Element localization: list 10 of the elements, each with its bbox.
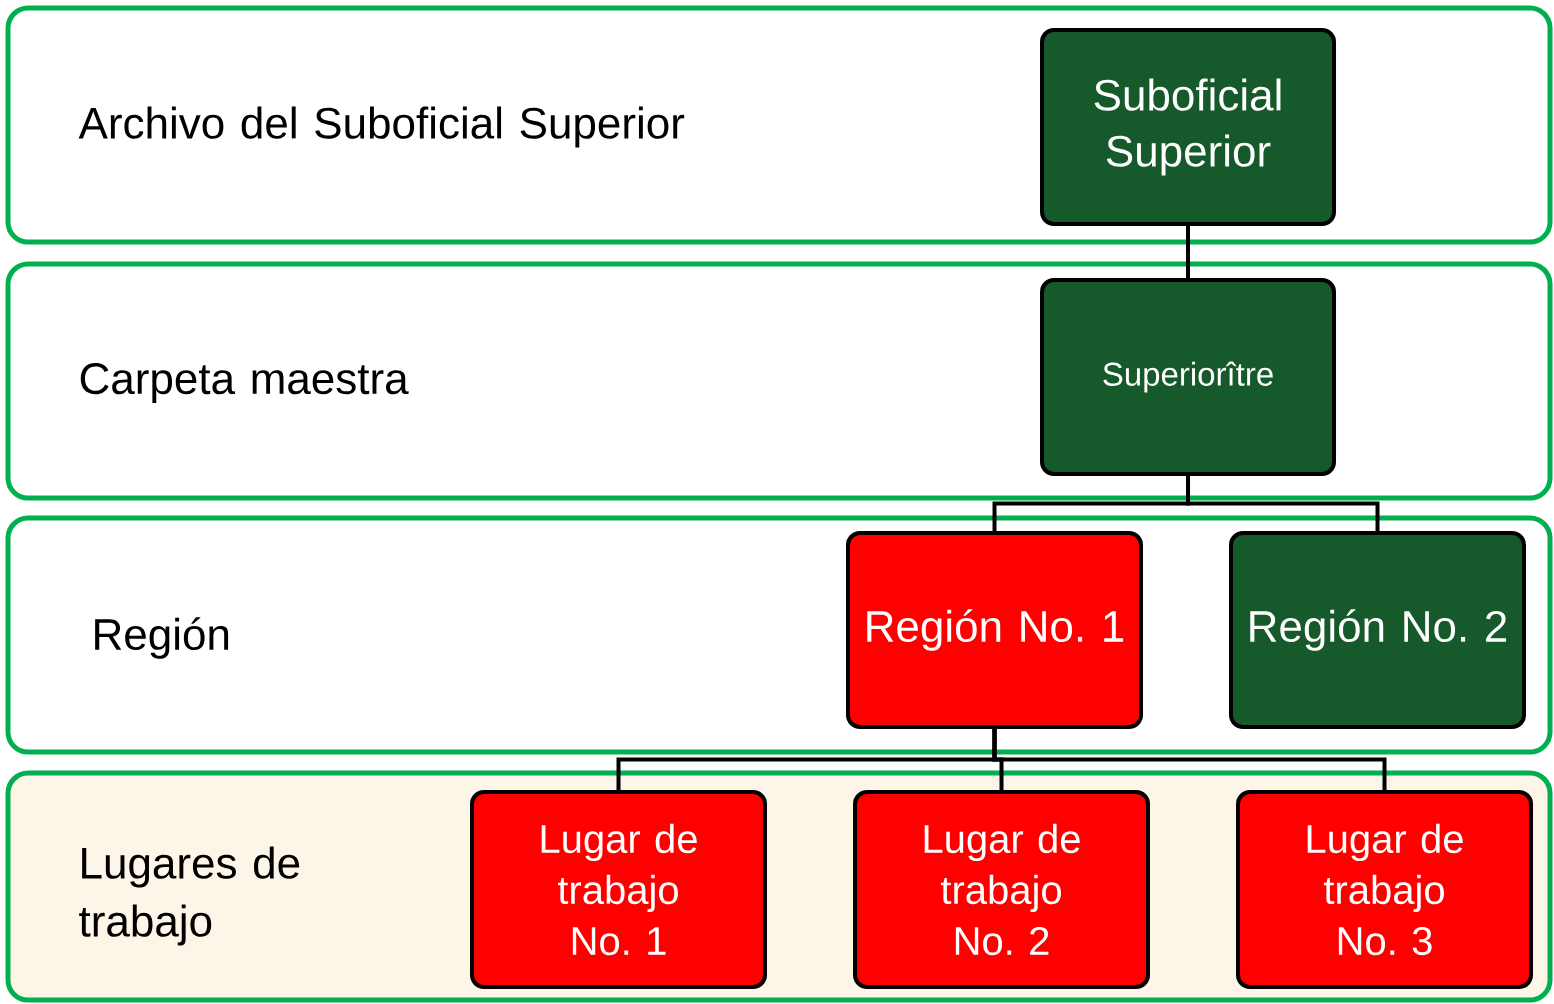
connector-line <box>1186 474 1380 533</box>
connector-line <box>1186 224 1190 280</box>
org-box: Lugar de trabajo No. 3 <box>1236 790 1533 989</box>
org-box: Región No. 2 <box>1229 531 1526 729</box>
connector-line <box>992 727 1387 792</box>
org-box: Región No. 1 <box>846 531 1143 729</box>
org-box: Superiorître <box>1040 278 1336 476</box>
org-box: Lugar de trabajo No. 2 <box>853 790 1150 989</box>
org-box: Suboficial Superior <box>1040 28 1336 226</box>
org-box: Lugar de trabajo No. 1 <box>470 790 767 989</box>
